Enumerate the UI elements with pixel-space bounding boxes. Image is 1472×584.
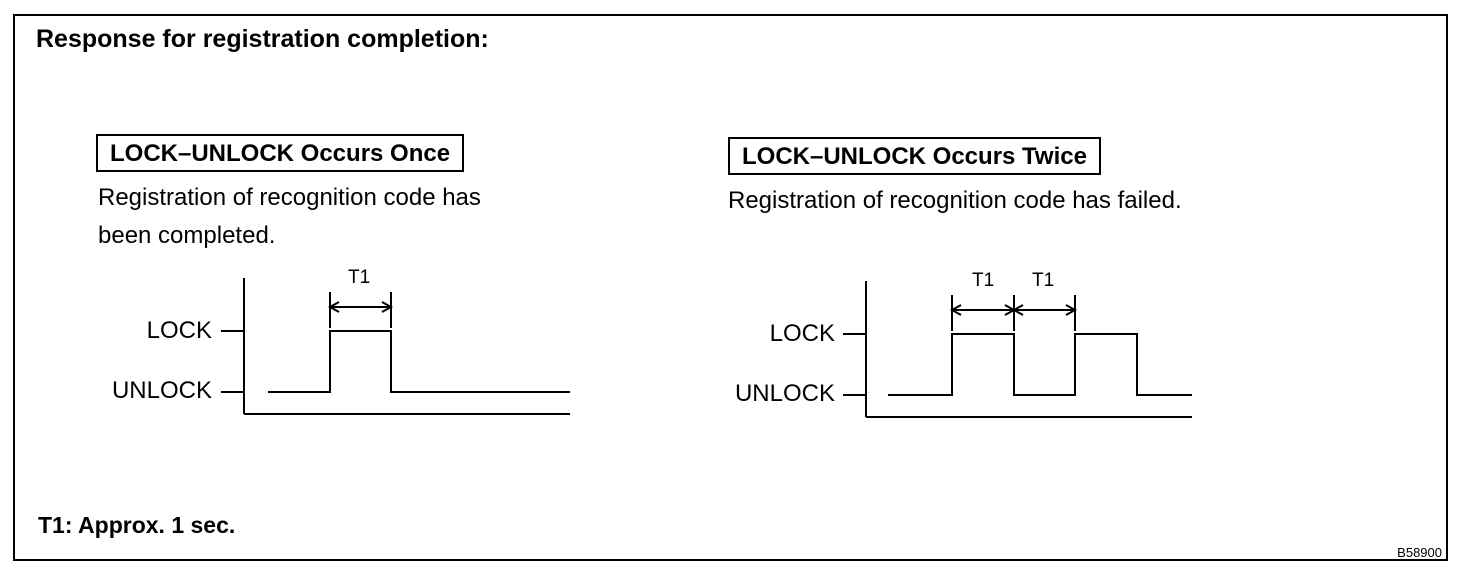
left-unlock-label: UNLOCK <box>111 377 212 404</box>
right-unlock-label: UNLOCK <box>734 380 835 407</box>
left-lock-label: LOCK <box>146 317 212 344</box>
left-panel-description-line2: been completed. <box>98 222 276 249</box>
right-panel-description: Registration of recognition code has fai… <box>728 187 1182 214</box>
left-t1-arrow-right <box>381 301 394 313</box>
right-panel-heading: LOCK–UNLOCK Occurs Twice <box>728 137 1101 175</box>
left-panel-description-line1: Registration of recognition code has <box>98 184 481 211</box>
left-t1-arrow-left <box>327 301 340 313</box>
right-t1-arrow-a-left <box>949 304 962 316</box>
diagram-title: Response for registration completion: <box>36 25 489 53</box>
right-t1-arrow-b-right <box>1065 304 1078 316</box>
diagram-frame <box>13 14 1448 561</box>
right-t1-label-a: T1 <box>972 270 995 291</box>
left-panel-heading: LOCK–UNLOCK Occurs Once <box>96 134 465 172</box>
footnote: T1: Approx. 1 sec. <box>38 512 236 538</box>
right-lock-label: LOCK <box>769 320 835 347</box>
left-t1-label: T1 <box>348 267 371 288</box>
right-signal-waveform <box>888 333 1192 396</box>
right-t1-arrow-b-left <box>1011 304 1024 316</box>
right-t1-label-b: T1 <box>1032 270 1055 291</box>
left-signal-waveform <box>268 330 570 393</box>
figure-code: B58900 <box>1397 545 1442 560</box>
